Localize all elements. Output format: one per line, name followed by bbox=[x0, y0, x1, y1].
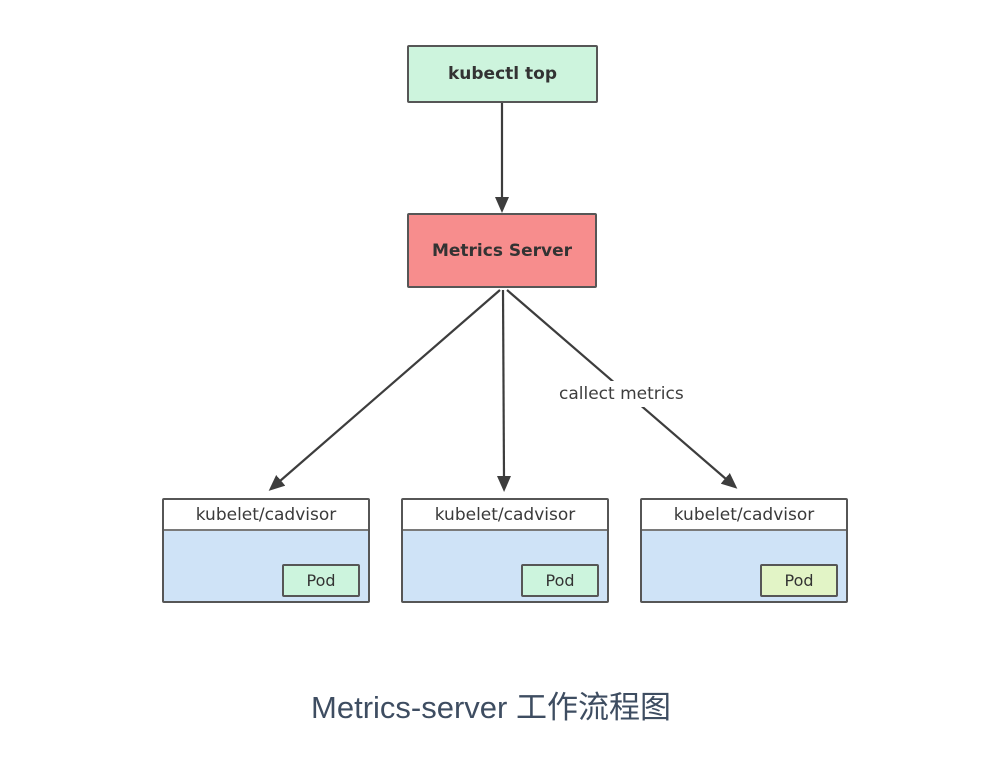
node-pod-3: Pod bbox=[760, 564, 838, 597]
arrow-metrics-to-worker-1 bbox=[268, 289, 501, 491]
worker-3-body: Pod bbox=[642, 531, 846, 601]
node-kubectl-top: kubectl top bbox=[407, 45, 598, 103]
arrow-metrics-to-worker-2 bbox=[496, 289, 511, 492]
edge-label-collect-metrics: callect metrics bbox=[551, 381, 692, 407]
worker-1-body: Pod bbox=[164, 531, 368, 601]
node-worker-2: kubelet/cadvisor Pod bbox=[401, 498, 609, 603]
node-worker-3: kubelet/cadvisor Pod bbox=[640, 498, 848, 603]
node-metrics-server: Metrics Server bbox=[407, 213, 597, 288]
node-pod-1: Pod bbox=[282, 564, 360, 597]
worker-1-header-label: kubelet/cadvisor bbox=[164, 500, 368, 531]
node-pod-2: Pod bbox=[521, 564, 599, 597]
worker-2-header-label: kubelet/cadvisor bbox=[403, 500, 607, 531]
worker-3-header-label: kubelet/cadvisor bbox=[642, 500, 846, 531]
worker-2-body: Pod bbox=[403, 531, 607, 601]
node-worker-1: kubelet/cadvisor Pod bbox=[162, 498, 370, 603]
diagram-title: Metrics-server 工作流程图 bbox=[311, 690, 671, 725]
